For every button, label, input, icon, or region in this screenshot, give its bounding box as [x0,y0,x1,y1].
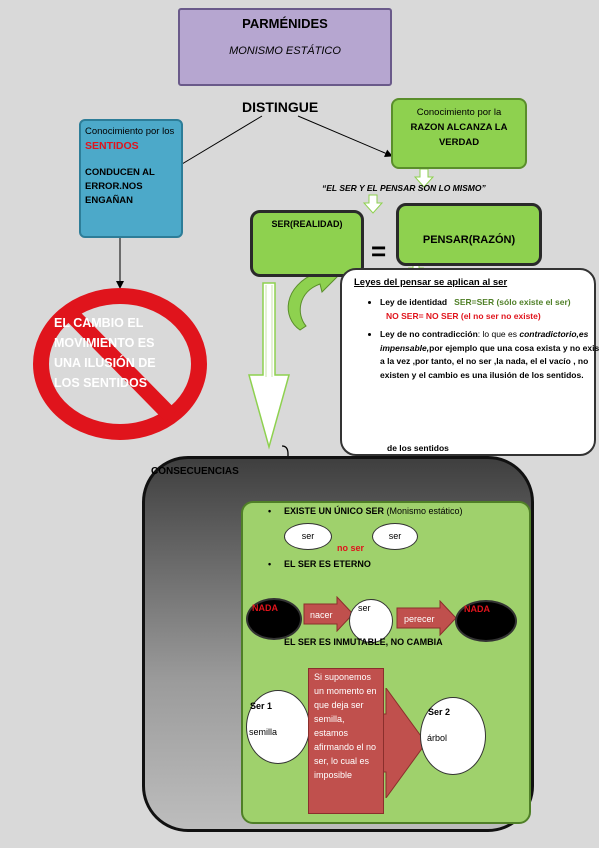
razon-line1: Conocimiento por la [416,107,502,118]
item1-bold: EXISTE UN ÚNICO SER [284,506,385,516]
item1-bullet: • [268,506,272,516]
law1-label: Ley de identidad [380,297,448,307]
ser1-sub: semilla [249,727,278,737]
nada-left-oval [246,598,302,640]
leyes-list: Ley de identidad SER=SER (sólo existe el… [348,296,599,387]
equals-sign: = [371,236,387,266]
subtitle: MONISMO ESTÁTICO [229,45,341,57]
sentidos-highlight: SENTIDOS [85,140,139,152]
leyes-heading: Leyes del pensar se aplican al ser [354,277,508,288]
red-explanation-box: Si suponemos un momento en que deja ser … [308,668,384,814]
ser2-label: Ser 2 [428,707,451,717]
consecuencias-label: CONSECUENCIAS [151,466,239,477]
sentidos-line1: Conocimiento por los [85,126,175,137]
nacer-arrow-icon [303,596,354,632]
ser1-circle [246,690,310,764]
ser2-sub: árbol [427,733,448,743]
ser-center-circle: ser [349,599,393,643]
law1-formula: SER=SER (sólo existe el ser) [454,297,571,307]
nada-right-oval [455,600,517,642]
item2-bullet: • [268,559,272,569]
law-identity: Ley de identidad SER=SER (sólo existe el… [380,296,599,323]
parmenides-title-box: PARMÉNIDES MONISMO ESTÁTICO [178,8,392,86]
ser-oval-2: ser [372,523,418,550]
nada-left-label: NADA [252,603,278,613]
perecer-arrow-icon [396,600,457,636]
law2-text1: : lo que es [477,329,520,339]
sentidos-body: CONDUCEN AL ERROR.NOS ENGAÑAN [85,167,155,206]
pensar-razon-box: PENSAR(RAZÓN) [396,203,542,266]
ser2-circle [420,697,486,775]
prohibition-sign-icon [33,288,207,440]
law2-italic: contradictorio,es impensable, [380,329,589,353]
title: PARMÉNIDES [242,16,328,31]
nada-right-label: NADA [464,604,490,614]
law2-label: Ley de no contradicción [380,329,478,339]
distingue-label: DISTINGUE [242,99,319,115]
razon-body: RAZON ALCANZA LA VERDAD [410,122,508,148]
leyes-box: Leyes del pensar se aplican al ser Ley d… [340,268,599,456]
nacer-label: nacer [310,610,333,620]
perecer-label: perecer [404,614,435,624]
razon-box: Conocimiento por la RAZON ALCANZA LA VER… [391,98,527,169]
item3: EL SER ES INMUTABLE, NO CAMBIA [284,637,443,647]
prohibition-text: EL CAMBIO EL MOVIMIENTO ES UNA ILUSIÓN D… [54,316,156,390]
ser1-label: Ser 1 [250,701,273,711]
item2: EL SER ES ETERNO [284,559,371,569]
law1-red: NO SER= NO SER (el no ser no existe) [386,310,541,321]
sentidos-box: Conocimiento por los SENTIDOS CONDUCEN A… [79,119,183,238]
law2-text2: por ejemplo que una cosa exista y no exi… [380,342,599,380]
leyes-footer: de los sentidos [387,443,449,453]
ser-realidad-box: SER(REALIDAD) [250,210,364,277]
law-non-contradiction: Ley de no contradicción: lo que es contr… [380,328,599,382]
item1: EXISTE UN ÚNICO SER (Monismo estático) [284,506,463,516]
item1-rest: (Monismo estático) [384,506,463,516]
quote-text: “EL SER Y EL PENSAR SON LO MISMO” [322,183,486,193]
ser-oval-1: ser [284,523,332,550]
no-ser-label: no ser [337,543,365,553]
